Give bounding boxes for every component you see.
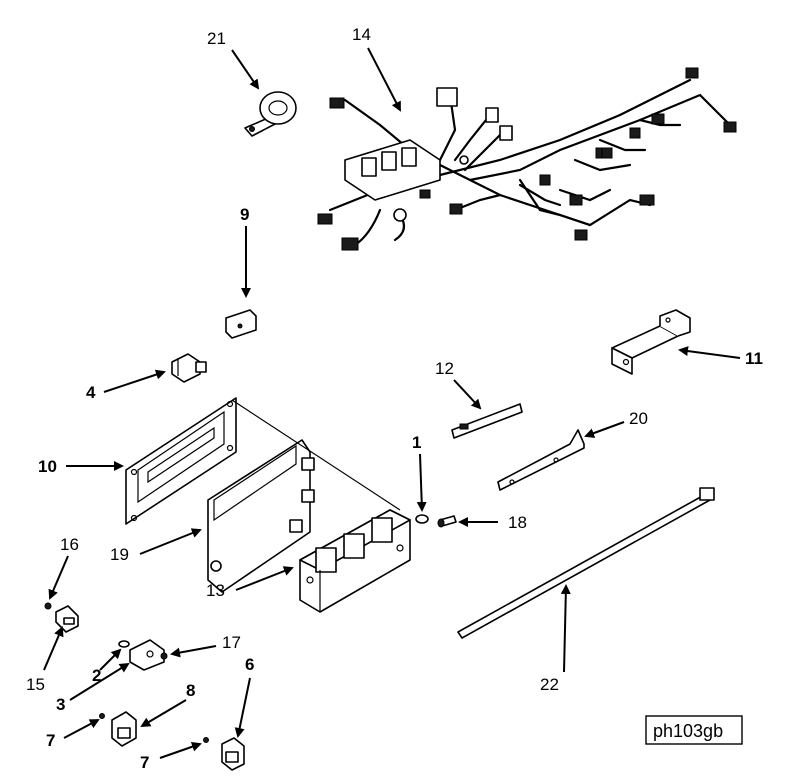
- arrow-17: [170, 645, 217, 658]
- callout-7-a: 7: [46, 731, 55, 750]
- arrow-7b: [159, 741, 202, 759]
- callout-17: 17: [222, 633, 241, 652]
- bracket-part: [611, 309, 691, 375]
- callout-14: 14: [352, 25, 371, 44]
- callout-9: 9: [240, 205, 249, 224]
- callout-16: 16: [60, 535, 79, 554]
- arrow-22: [560, 584, 571, 673]
- arrow-20: [584, 421, 625, 438]
- arrow-6: [234, 677, 251, 738]
- arrow-16: [48, 555, 69, 600]
- callout-10: 10: [38, 457, 57, 476]
- callout-20: 20: [629, 409, 648, 428]
- callout-12: 12: [435, 359, 454, 378]
- arrow-15: [43, 626, 64, 671]
- screw-part: [437, 515, 457, 528]
- clamp-part: [244, 91, 297, 137]
- leader-arrows: [43, 47, 741, 759]
- sensor-part-4: [171, 353, 207, 383]
- ecm-part: [231, 399, 411, 613]
- arrow-7a: [63, 719, 100, 739]
- mounting-plate-part: [207, 439, 315, 593]
- gasket-part: [125, 397, 237, 525]
- callout-4: 4: [86, 383, 96, 402]
- wiring-harness-part: [317, 67, 737, 251]
- callout-13: 13: [206, 581, 225, 600]
- callout-2: 2: [92, 666, 101, 685]
- arrow-2: [99, 648, 122, 671]
- callout-3: 3: [56, 695, 65, 714]
- arrow-4: [103, 369, 166, 393]
- arrow-13: [235, 566, 294, 591]
- callout-18: 18: [508, 513, 527, 532]
- arrow-14: [367, 47, 401, 112]
- cable-tie-part: [457, 487, 715, 639]
- sensor-part-8: [99, 711, 137, 747]
- callout-11: 11: [745, 349, 763, 368]
- figure-code: ph103gb: [653, 721, 723, 741]
- cover-part: [225, 309, 257, 339]
- arrow-1: [416, 453, 427, 512]
- label-part: [451, 403, 523, 439]
- callout-21: 21: [207, 29, 226, 48]
- callout-1: 1: [412, 433, 421, 452]
- callout-22: 22: [540, 675, 559, 694]
- sensor-part-3: [118, 639, 168, 671]
- callout-19: 19: [110, 545, 129, 564]
- arrow-11: [678, 346, 741, 359]
- arrow-21: [231, 49, 260, 90]
- arrow-8: [140, 699, 187, 728]
- arrow-12: [453, 379, 482, 410]
- callout-6: 6: [245, 655, 254, 674]
- arrow-19: [139, 528, 202, 555]
- callout-8: 8: [186, 681, 195, 700]
- callout-7-b: 7: [140, 753, 149, 772]
- sensor-part-15: [44, 602, 79, 633]
- washer-part: [415, 514, 429, 524]
- callout-15: 15: [26, 675, 45, 694]
- mounting-bar-part: [497, 429, 585, 491]
- sensor-part-6: [203, 737, 245, 771]
- callout-labels: 21 14 9 11 4 12 20 10 1 18 19 16 13 17 1…: [26, 25, 763, 772]
- figure-code-box: ph103gb: [645, 715, 743, 745]
- arrow-3: [69, 662, 130, 701]
